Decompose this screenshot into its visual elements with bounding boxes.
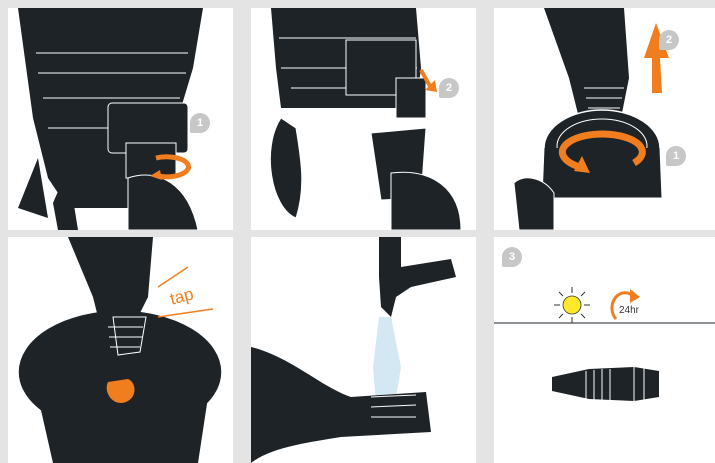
step-panel-4: tap bbox=[8, 237, 233, 463]
pull-cap-illustration bbox=[251, 8, 476, 230]
step-panel-5 bbox=[251, 237, 476, 463]
duration-label: 24hr bbox=[619, 305, 639, 316]
step-number-badge: 2 bbox=[439, 78, 459, 98]
tap-burr-illustration bbox=[8, 237, 233, 463]
step-panel-1: 1 bbox=[8, 8, 233, 230]
dry-24hr-illustration bbox=[494, 237, 715, 463]
step-panel-6: 3 24hr bbox=[494, 237, 715, 463]
remove-burr-illustration bbox=[494, 8, 715, 230]
step-panel-3: 2 1 bbox=[494, 8, 715, 230]
step-number-badge: 1 bbox=[666, 146, 686, 166]
rinse-burr-illustration bbox=[251, 237, 476, 463]
sun-icon bbox=[554, 287, 590, 323]
step-panel-2: 2 bbox=[251, 8, 476, 230]
step-number-badge: 1 bbox=[190, 113, 210, 133]
step-number-badge: 2 bbox=[659, 30, 679, 50]
